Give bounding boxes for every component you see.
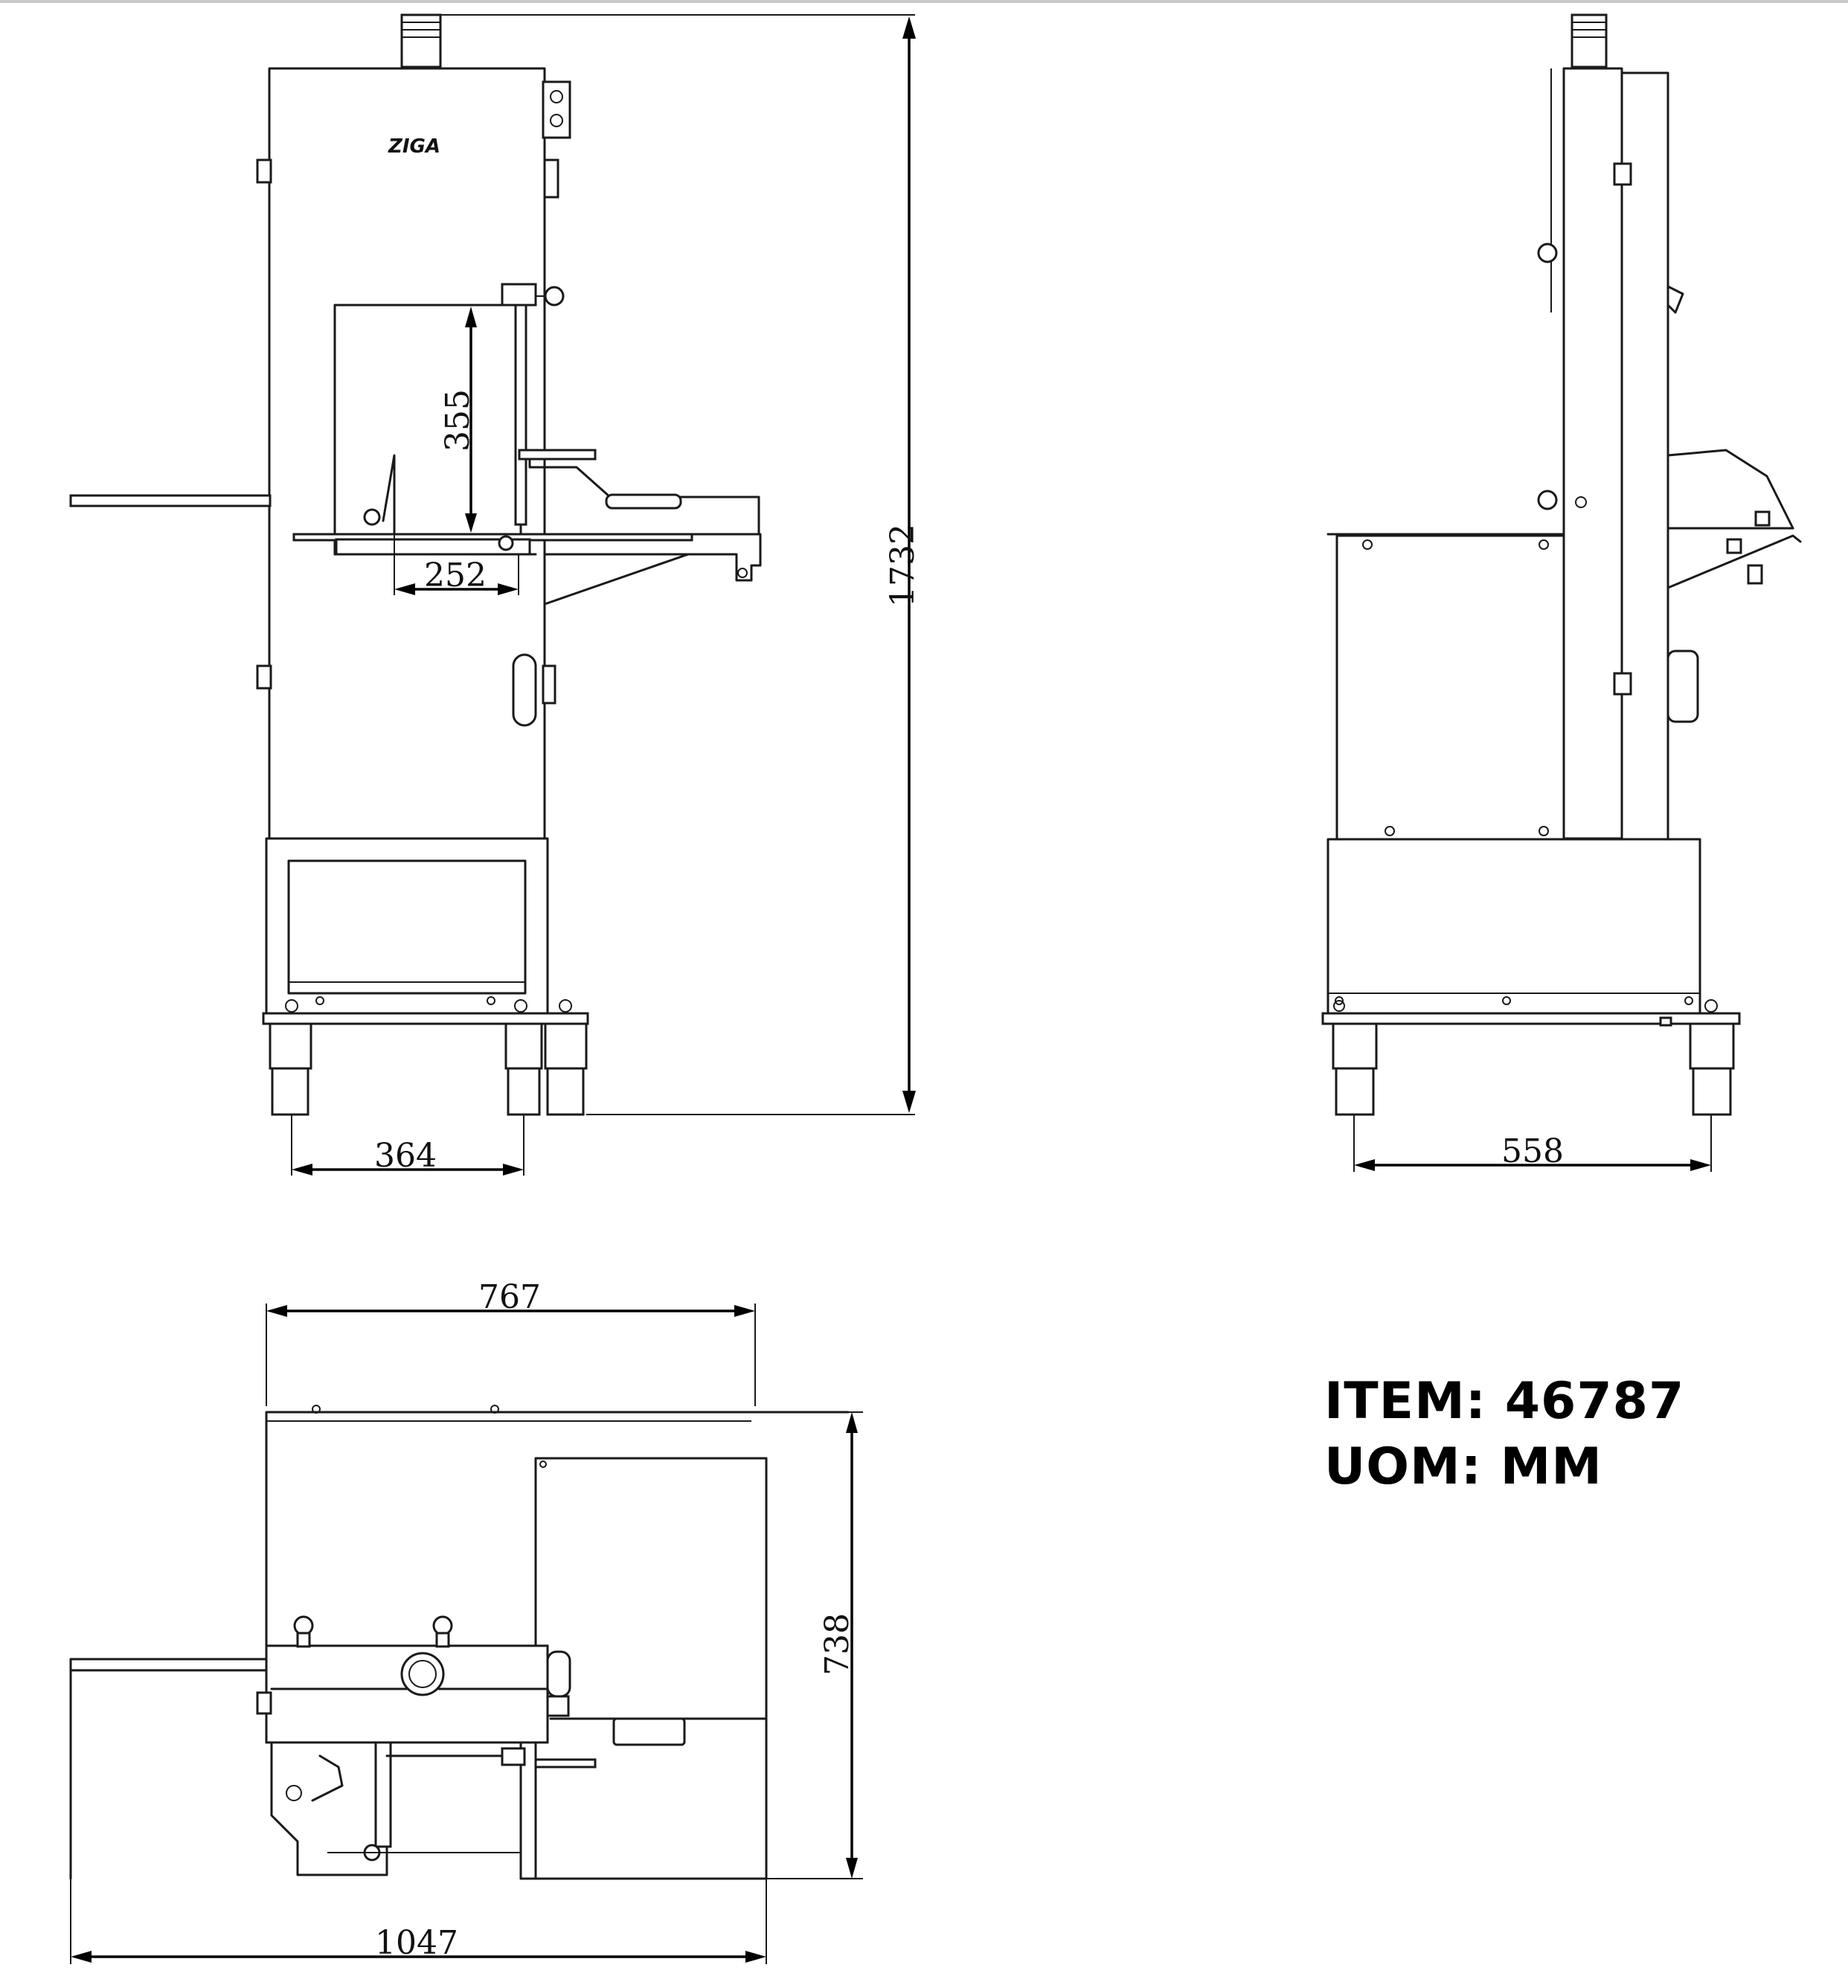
top-dimensions: 767 738 1047 [70, 1278, 863, 1964]
uom-value: MM [1500, 1437, 1602, 1496]
dim-front-cut-height: 355 [439, 389, 477, 452]
top-border-line [0, 0, 1848, 3]
dim-side-leg-spacing: 558 [1501, 1132, 1564, 1170]
uom-label: UOM: [1324, 1437, 1482, 1496]
top-view [69, 1405, 850, 1880]
brand-logo: ZIGA [388, 135, 440, 158]
item-label: ITEM: [1324, 1372, 1486, 1431]
dim-top-depth: 738 [818, 1613, 856, 1676]
front-dimensions: 1732 355 252 364 [291, 14, 922, 1176]
title-block: ITEM: 46787 UOM: MM [1324, 1369, 1684, 1500]
dim-front-cut-width: 252 [424, 557, 487, 594]
item-line: ITEM: 46787 [1324, 1369, 1684, 1434]
dim-top-overall-width: 1047 [375, 1924, 458, 1962]
side-view [1321, 13, 1802, 1116]
front-view: ZIGA [69, 13, 762, 1116]
dim-top-width: 767 [478, 1278, 541, 1316]
item-value: 46787 [1504, 1372, 1685, 1431]
dim-front-leg-spacing: 364 [374, 1137, 437, 1175]
uom-line: UOM: MM [1324, 1434, 1684, 1500]
side-dimensions: 558 [1353, 1115, 1712, 1172]
dim-front-height: 1732 [884, 524, 922, 607]
